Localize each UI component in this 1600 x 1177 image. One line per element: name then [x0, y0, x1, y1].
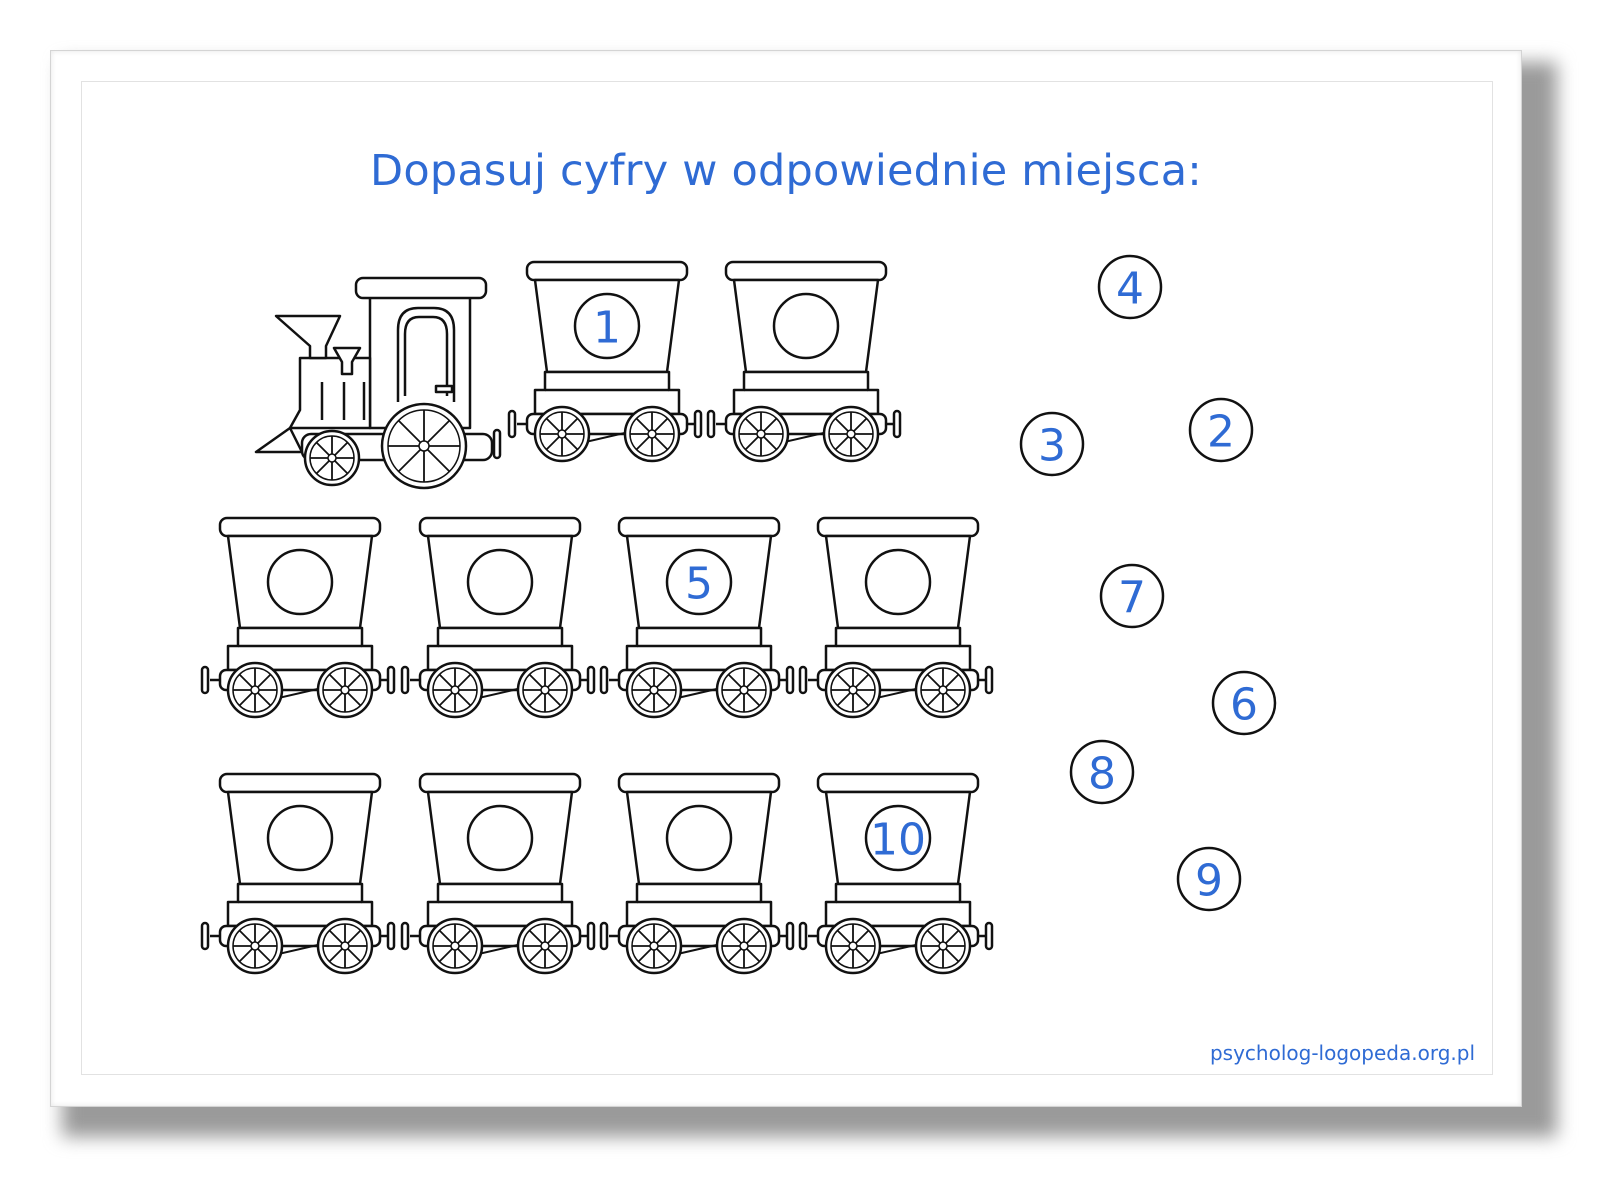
- wagon: [202, 518, 394, 717]
- wagon: [708, 262, 900, 461]
- number-bubble-label: 8: [1088, 749, 1116, 800]
- number-bubble[interactable]: 9: [1176, 846, 1242, 912]
- number-bubble-label: 2: [1207, 407, 1235, 458]
- wagon: 10: [800, 774, 992, 973]
- wagon: [800, 518, 992, 717]
- wagon: 5: [601, 518, 793, 717]
- wagon: 1: [509, 262, 701, 461]
- wagon: [402, 518, 594, 717]
- number-bubble[interactable]: 2: [1188, 397, 1254, 463]
- number-bubble-label: 3: [1038, 421, 1066, 472]
- number-bubble[interactable]: 4: [1097, 254, 1163, 320]
- wagon: [601, 774, 793, 973]
- number-bubble[interactable]: 7: [1099, 563, 1165, 629]
- number-bubble[interactable]: 3: [1019, 411, 1085, 477]
- number-bubble-label: 6: [1230, 680, 1258, 731]
- number-bubble-label: 4: [1116, 264, 1144, 315]
- wagon-number: 5: [685, 559, 713, 610]
- wagon: [202, 774, 394, 973]
- number-bubble-label: 7: [1118, 573, 1146, 624]
- locomotive-icon: [256, 278, 500, 488]
- wagon-number: 1: [593, 303, 621, 354]
- wagon-number: 10: [870, 815, 926, 866]
- worksheet-title: Dopasuj cyfry w odpowiednie miejsca:: [370, 146, 1202, 196]
- wagon: [402, 774, 594, 973]
- number-bubble[interactable]: 6: [1211, 670, 1277, 736]
- number-bubble[interactable]: 8: [1069, 739, 1135, 805]
- site-credit: psycholog-logopeda.org.pl: [1209, 1041, 1475, 1065]
- number-bubble-label: 9: [1195, 856, 1223, 907]
